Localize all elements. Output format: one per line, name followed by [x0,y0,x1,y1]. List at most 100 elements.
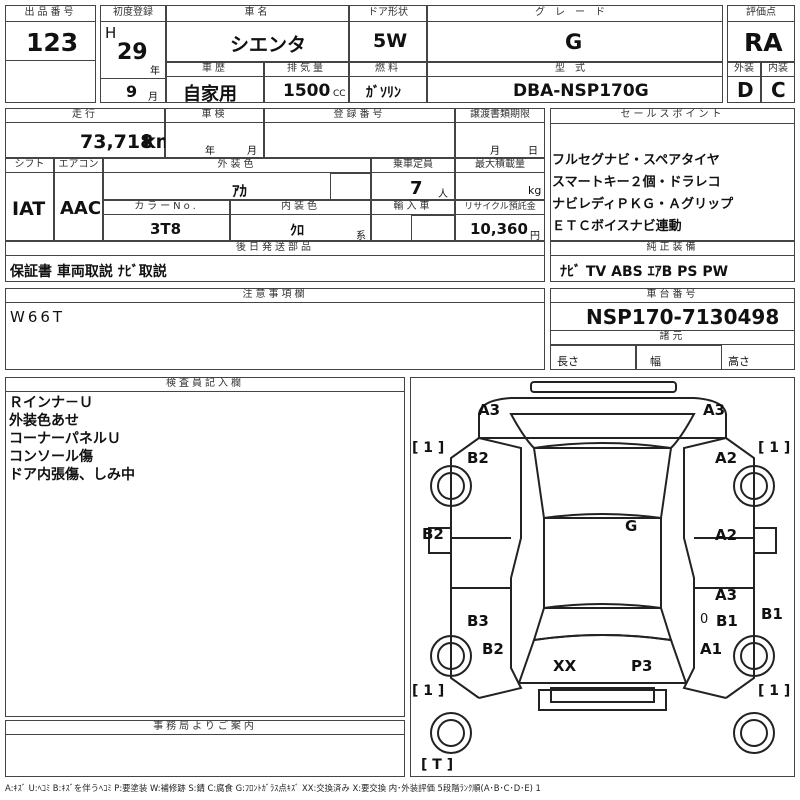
month-value: 9 [126,82,138,101]
fuel-label: 燃料 [375,63,401,74]
damage-mark: [ 1 ] [412,683,445,699]
inspector-note: ドア内張傷、しみ中 [9,467,135,483]
sales-point-line: ＥＴＣボイスナビ連動 [552,219,682,234]
damage-mark: A3 [478,401,501,419]
inspector-note: 外装色あせ [9,413,79,429]
max-load-label: 最大積載量 [475,159,525,170]
recycle-value: 10,360 [470,220,528,238]
grade-value: G [565,30,583,54]
damage-mark: [ T ] [421,757,454,773]
era-value: H [105,24,117,42]
capacity-value: 7 [410,178,423,199]
inspector-label: 検査員記入欄 [166,378,244,389]
equipment-value: ﾅﾋﾞ TV ABS ｴｱB PS PW [560,264,729,280]
chassis-no-value: NSP170-7130498 [586,305,780,329]
ext-color-label: 外装色 [217,159,257,170]
shift-label: シフト [14,159,45,170]
history-label: 車歴 [202,63,228,74]
person-unit: 人 [438,189,448,200]
year-unit: 年 [150,66,160,77]
office-label: 事務局よりご案内 [153,721,257,732]
damage-mark: B1 [761,605,783,623]
kg-unit: kg [528,184,542,197]
year-value: 29 [117,40,148,65]
score-label: 評価点 [746,7,776,18]
door-value: 5W [373,30,408,52]
sales-point-line: フルセグナビ・スペアタイヤ [552,153,720,168]
car-name-value: シエンタ [230,34,307,56]
legend-text: A:ｷｽﾞ U:ﾍｺﾐ B:ｷｽﾞを伴うﾍｺﾐ P:要塗装 W:補修跡 S:錆 … [5,783,541,793]
mileage-value: 73,718 [80,131,154,153]
notes-label: 注意事項欄 [242,289,308,300]
damage-mark: B3 [467,612,489,630]
displacement-label: 排気量 [287,63,326,74]
car-outline-diagram [428,381,777,754]
model-type-value: DBA-NSP170G [513,81,649,101]
first-reg-label: 初度登録 [113,7,153,18]
inspector-note: コーナーパネルＵ [9,431,121,447]
equipment-label: 純正装備 [646,242,699,253]
lot-no-label: 出品番号 [24,7,77,18]
transfer-deadline-label: 譲渡書類期限 [470,109,530,120]
inspection-label: 車検 [201,109,228,120]
inspector-note: コンソール傷 [9,449,93,465]
damage-mark: P3 [631,657,653,675]
length-label: 長さ [557,355,579,368]
aircon-value: AAC [60,198,102,219]
cc-unit: CC [333,89,346,99]
damage-mark: XX [553,657,577,675]
ext-color-value: ｱｶ [232,182,248,200]
width-label: 幅 [650,355,661,368]
damage-mark: A3 [715,586,738,604]
reg-no-label: 登録番号 [333,109,386,120]
mileage-label: 走行 [72,109,98,120]
grade-label: グレード [535,7,615,18]
exterior-value: D [737,78,754,102]
sales-point-label: セールスポイント [620,109,725,120]
car-diagram [410,377,795,777]
kei-unit: 系 [356,231,366,242]
damage-mark: B2 [467,449,489,467]
interior-label: 内装 [768,63,788,74]
recycle-label: リサイクル預託金 [464,202,536,212]
inspector-note: Ｒインナ－Ｕ [9,395,93,411]
sales-point-line: ナビレディＰＫＧ・Ａグリップ [552,197,734,212]
damage-mark: B2 [482,640,504,658]
month-unit: 月 [148,92,158,103]
dimensions-label: 諸元 [659,331,686,342]
damage-mark: B1 [716,612,738,630]
insp-month-unit: 月 [247,146,257,157]
later-parts-value: 保証書 車両取説 ﾅﾋﾞ取説 [10,264,167,280]
damage-mark: A1 [700,640,723,658]
sales-point-line: スマートキー２個・ドラレコ [552,175,721,190]
color-no-value: 3T8 [150,220,182,238]
color-no-label: カラーNo. [134,201,199,212]
shift-value: IAT [12,198,46,220]
damage-mark: 0 [700,612,709,627]
height-label: 高さ [728,355,750,368]
score-value: RA [744,28,783,57]
damage-mark: A3 [703,401,726,419]
door-label: ドア形状 [368,7,408,18]
damage-mark: G [625,517,638,535]
model-type-label: 型式 [555,63,595,74]
deadline-day-unit: 日 [528,146,538,157]
chassis-no-label: 車台番号 [646,289,699,300]
insp-year-unit: 年 [205,146,215,157]
deadline-month-unit: 月 [490,146,500,157]
notes-value: W66T [10,308,66,326]
damage-mark: A2 [715,449,738,467]
import-label: 輸入車 [393,201,433,212]
int-color-label: 内装色 [281,201,320,212]
damage-mark: [ 1 ] [758,440,791,456]
yen-unit: 円 [530,231,540,242]
damage-mark: [ 1 ] [758,683,791,699]
damage-mark: B2 [422,525,444,543]
aircon-label: エアコン [58,159,99,170]
exterior-label: 外装 [734,63,754,74]
interior-value: C [771,78,786,102]
displacement-value: 1500 [283,81,331,101]
lot-no-value: 123 [26,28,79,57]
later-parts-label: 後日発送部品 [236,242,314,253]
damage-mark: A2 [715,526,738,544]
